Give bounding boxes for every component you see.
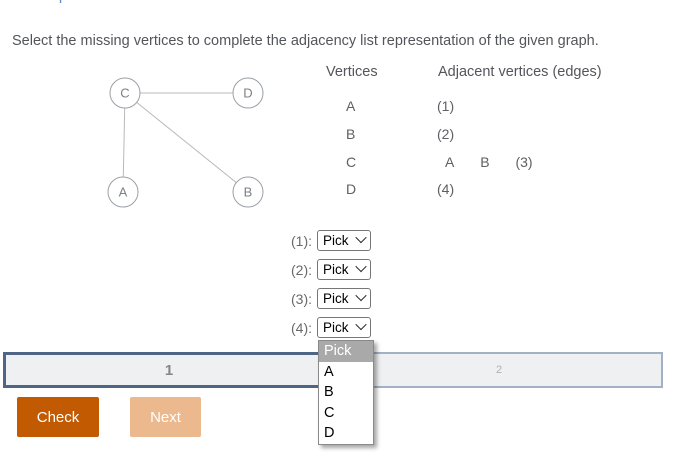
- column-header-vertices: Vertices: [326, 64, 378, 80]
- answer-row-3: (3): Pick: [278, 288, 371, 309]
- progress-bar: 1 2: [3, 352, 663, 388]
- svg-text:B: B: [244, 185, 253, 200]
- dropdown-options-list: Pick A B C D: [318, 340, 374, 445]
- progress-segment-1-label: 1: [164, 361, 174, 379]
- answer-row-4: (4): Pick: [278, 317, 371, 338]
- chevron-down-icon: [355, 231, 367, 244]
- dropdown-option-a[interactable]: A: [319, 361, 373, 382]
- chevron-down-icon: [355, 260, 367, 273]
- svg-text:C: C: [120, 86, 129, 101]
- selected-value: Pick: [323, 291, 349, 306]
- chevron-down-icon: [355, 289, 367, 302]
- select-label-3: (3):: [291, 290, 312, 307]
- dropdown-option-pick[interactable]: Pick: [319, 341, 373, 362]
- graph-node-b: B: [232, 176, 264, 208]
- select-label-1: (1):: [291, 232, 312, 249]
- graph-node-a: A: [107, 176, 139, 208]
- check-button[interactable]: Check: [17, 397, 99, 437]
- vertex-label: A: [346, 98, 356, 114]
- answer-row-2: (2): Pick: [278, 259, 371, 280]
- selected-value: Pick: [323, 320, 349, 335]
- graph-edge-c-b: [124, 92, 249, 193]
- adjacency-value: B: [480, 154, 490, 170]
- svg-text:D: D: [243, 86, 252, 101]
- chevron-down-icon: [355, 318, 367, 331]
- progress-segment-2-label: 2: [495, 364, 503, 376]
- next-button[interactable]: Next: [130, 397, 201, 437]
- jump-to-level-link[interactable]: Jump to level 1: [30, 0, 134, 4]
- svg-text:A: A: [119, 185, 128, 200]
- dropdown-option-c[interactable]: C: [319, 402, 373, 423]
- selected-value: Pick: [323, 262, 349, 277]
- pick-select-2[interactable]: Pick: [317, 259, 371, 280]
- question-text: Select the missing vertices to complete …: [12, 33, 599, 49]
- progress-segment-1: 1: [3, 352, 335, 388]
- column-header-adjacent: Adjacent vertices (edges): [438, 64, 602, 80]
- answer-row-1: (1): Pick: [278, 230, 371, 251]
- graph-edge-c-a: [122, 92, 126, 193]
- adjacency-value: A: [445, 154, 455, 170]
- vertex-label: C: [346, 154, 357, 170]
- dropdown-option-d[interactable]: D: [319, 423, 373, 444]
- select-label-2: (2):: [291, 261, 312, 278]
- selected-value: Pick: [323, 233, 349, 248]
- adjacency-placeholder-4: (4): [437, 181, 455, 197]
- select-label-4: (4):: [291, 319, 312, 336]
- adjacency-placeholder-3: (3): [515, 154, 533, 170]
- adjacency-placeholder-2: (2): [437, 126, 455, 142]
- graph-diagram: C D A B: [107, 77, 264, 208]
- graph-node-d: D: [232, 77, 264, 109]
- pick-select-3[interactable]: Pick: [317, 288, 371, 309]
- vertex-label: B: [346, 126, 356, 142]
- vertex-label: D: [346, 181, 357, 197]
- progress-segment-2: 2: [335, 352, 663, 388]
- adjacency-placeholder-1: (1): [437, 98, 455, 114]
- graph-node-c: C: [109, 77, 141, 109]
- dropdown-option-b[interactable]: B: [319, 382, 373, 403]
- pick-select-4[interactable]: Pick: [317, 317, 371, 338]
- pick-select-1[interactable]: Pick: [317, 230, 371, 251]
